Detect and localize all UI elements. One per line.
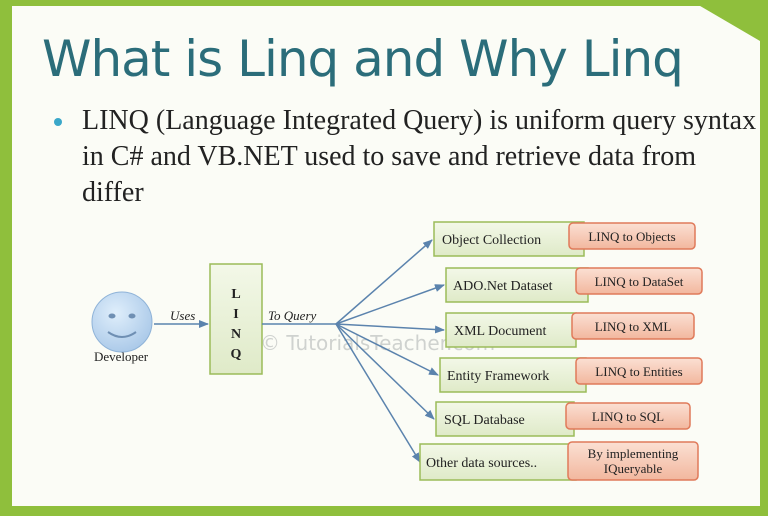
provider-label-linq-to-objects: LINQ to Objects	[588, 229, 675, 244]
arrow-to-object-collection	[335, 239, 433, 325]
linq-diagram: © TutorialsTeacher.com Developer Uses L …	[91, 221, 703, 481]
source-box-ado-dataset	[445, 267, 589, 303]
provider-label-iqueryable-line1: By implementing	[588, 446, 679, 461]
provider-label-iqueryable-line2: IQueryable	[604, 461, 663, 476]
provider-badge-linq-to-xml	[571, 312, 695, 340]
bullet-text: LINQ (Language Integrated Query) is unif…	[82, 105, 757, 208]
linq-letter-i: I	[233, 307, 238, 322]
provider-label-linq-to-sql: LINQ to SQL	[592, 409, 664, 424]
arrow-to-entity-framework	[335, 323, 439, 376]
source-label-entity-framework: Entity Framework	[447, 369, 549, 384]
arrow-to-xml-document	[335, 323, 445, 334]
source-box-entity-framework	[439, 357, 587, 393]
slide-page: What is Linq and Why Linq LINQ (Language…	[12, 6, 760, 506]
arrow-to-other-sources	[335, 323, 421, 463]
uses-label: Uses	[170, 308, 195, 323]
linq-letter-q: Q	[231, 347, 242, 362]
source-label-other-sources: Other data sources..	[426, 456, 537, 471]
provider-label-linq-to-dataset: LINQ to DataSet	[595, 274, 684, 289]
arrow-to-ado-dataset	[335, 284, 445, 325]
arrow-to-sql-database	[335, 323, 435, 420]
developer-smiley-icon	[91, 291, 153, 353]
provider-badge-iqueryable	[567, 441, 699, 481]
bullet-dot-icon	[54, 118, 62, 126]
provider-badge-linq-to-objects	[568, 222, 696, 250]
source-box-object-collection	[433, 221, 585, 257]
provider-label-linq-to-entities: LINQ to Entities	[595, 364, 682, 379]
linq-box	[209, 263, 263, 375]
source-label-object-collection: Object Collection	[442, 233, 541, 248]
source-label-ado-dataset: ADO.Net Dataset	[453, 279, 553, 294]
provider-label-linq-to-xml: LINQ to XML	[595, 319, 672, 334]
to-query-label: To Query	[268, 308, 317, 323]
provider-badge-linq-to-entities	[575, 357, 703, 385]
provider-badge-linq-to-dataset	[575, 267, 703, 295]
source-label-xml-document: XML Document	[454, 324, 547, 339]
linq-letter-l: L	[231, 287, 240, 302]
slide-title: What is Linq and Why Linq	[42, 30, 684, 88]
source-label-sql-database: SQL Database	[444, 413, 525, 428]
developer-label: Developer	[94, 349, 149, 364]
linq-letter-n: N	[231, 327, 241, 342]
provider-badge-linq-to-sql	[565, 402, 691, 430]
